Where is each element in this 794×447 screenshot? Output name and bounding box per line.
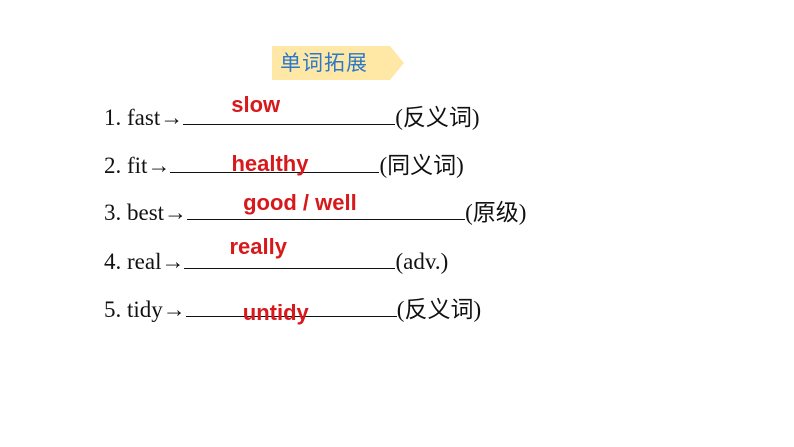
exercise-item-3: 3. best→ good / well (原级)	[104, 190, 527, 233]
answer-text: healthy	[231, 151, 309, 176]
item-prompt: 5. tidy→	[104, 297, 186, 322]
answer-blank: untidy	[185, 292, 397, 325]
exercise-item-1: 1. fast→ slow (反义词)	[104, 92, 480, 138]
banner-title: 单词拓展	[280, 51, 368, 75]
answer-blank: slow	[183, 92, 396, 125]
item-prompt: 3. best→	[104, 200, 188, 225]
item-prompt: 1. fast→	[104, 105, 184, 130]
exercise-item-5: 5. tidy→ untidy (反义词)	[104, 290, 481, 330]
answer-text: slow	[231, 92, 281, 117]
banner-arrow-shape	[272, 46, 404, 80]
item-hint: (adv.)	[395, 249, 449, 274]
section-banner: 单词拓展	[272, 46, 404, 80]
item-hint: (同义词)	[379, 153, 464, 178]
item-prompt: 2. fit→	[104, 153, 171, 178]
item-prompt: 4. real→	[104, 249, 185, 274]
answer-blank: good / well	[187, 190, 466, 220]
item-hint: (反义词)	[396, 297, 482, 322]
answer-text: good / well	[243, 190, 357, 215]
answer-blank: healthy	[170, 148, 380, 176]
exercise-item-2: 2. fit→ healthy (同义词)	[104, 146, 464, 186]
answer-text: really	[229, 234, 287, 259]
item-hint: (原级)	[465, 200, 527, 225]
item-hint: (反义词)	[395, 105, 480, 130]
exercise-item-4: 4. real→ really (adv.)	[104, 234, 449, 282]
answer-text: untidy	[242, 300, 309, 325]
answer-blank: really	[184, 234, 396, 269]
